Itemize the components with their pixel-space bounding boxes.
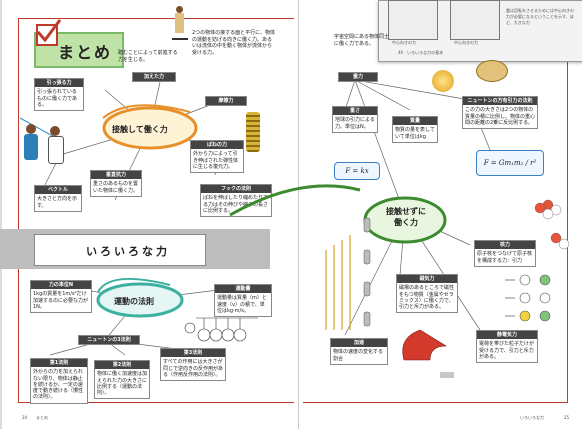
node-momentum-body: 運動量は質量（m）と速度（v）の積で、単位はkg·m/s。 [217,295,267,314]
node-friction-title: 摩擦力 [206,97,246,106]
node-newton3-title: ニュートンの3法則 [79,336,139,345]
node-electro-body: 電荷を帯びた粒子だけが受ける力で、引力と斥力がある。 [479,341,535,360]
node-law1: 第1法則 外からの力を加えられない限り、物体は静止を続けるか、一定の速度で動き続… [30,358,88,404]
tug-of-war-figures [20,120,72,176]
left-page-border-left [18,18,19,403]
left-page-border-bottom [18,402,294,403]
node-mass: 質量 物質の量を表していて単位はkg [392,116,438,143]
node-normal-title: 垂直抗力 [91,171,141,180]
node-spring-title: ばねの力 [191,141,243,150]
left-footer-section: まとめ [36,415,48,420]
right-intro: 宇宙空間にある物体同士に働く力である。 [334,34,390,47]
hooke-formula-box: F = kx [334,162,380,180]
inset-diagram-right [450,0,500,40]
skater-figure [172,6,188,42]
node-law2: 第2法則 物体に働く加速度は加えられた力の大きさに比例する（運動の法則）。 [94,360,150,400]
node-magnet-body: 磁場のあるところで磁性をもつ物質（金属やセラミックス）に働く力で、引力と斥力があ… [399,285,455,310]
left-page-border-top [18,18,294,19]
intro-text: 踏むことによって前進する力を生じる。 [118,50,178,63]
node-pull-body: 引っ張られているものに働く力である。 [37,89,77,108]
node-pull: 引っ張る力 引っ張られているものに働く力である。 [34,78,84,111]
node-weight-body: 地球の引力による力。単位はN。 [335,117,375,130]
node-unit-title: 力の単位N [31,281,91,290]
inset-caption: 40 いろいろな力の基本 [398,50,444,55]
node-vector-body: 大きさと方向を示す。 [37,196,78,209]
node-gravity-title: 重力 [339,73,377,82]
node-newton3: ニュートンの3法則 [78,335,140,346]
node-apply: 加えた力 [132,72,176,83]
rub-intro: 2つの物体の接する面と平行に、物体の運動を妨げる向きに働く力。あるいは流体の中を… [192,30,276,56]
node-law3-title: 第3法則 [161,349,225,358]
node-unit-body: 1kgの質量を1m/s²だけ加速するのに必要な力が1N。 [33,291,89,310]
inset-label-2: 中心向きの力 [454,40,478,45]
node-normal-body: 重さのあるものを置いた物体に働く力。 [93,181,139,194]
node-normal: 垂直抗力 重さのあるものを置いた物体に働く力。 [90,170,142,197]
node-spring: ばねの力 外から力によって引き伸ばされた弾性体に生じる復元力。 [190,140,244,173]
node-momentum: 運動量 運動量は質量（m）と速度（v）の積で、単位はkg·m/s。 [214,284,272,317]
inset-label-1: 中心向きの力 [392,40,416,45]
node-unit: 力の単位N 1kgの質量を1m/s²だけ加速するのに必要な力が1N。 [30,280,92,313]
node-nuclear-title: 核力 [475,241,535,250]
node-hooke-title: フックの法則 [201,185,271,194]
inset-text: 重は回転をさせるためには中心向きの力が必要になるということを示す、ほど、大きな力 [506,8,574,25]
gravity-formula-box: F = Gm₁m₂ / r² [476,150,544,176]
node-accel-body: 物体の速度の変化する割合 [333,349,384,362]
node-electro: 静電気力 電荷を帯びた粒子だけが受ける力で、引力と斥力がある。 [476,330,538,363]
node-law2-title: 第2法則 [95,361,149,370]
node-law1-body: 外からの力を加えられない限り、物体は静止を続けるか、一定の速度で動き続ける（慣性… [33,369,84,401]
node-nuclear-body: 原子核をつなげて原子核を構成する力：引力 [477,251,533,264]
spring-icon [246,112,260,152]
node-vector-title: ベクトル [35,186,81,195]
node-univ-body: この力の大きさは2つの物体の質量の積に比例し、物体の重心間の距離の2乗に反比例す… [465,107,536,126]
node-gravity: 重力 [338,72,378,83]
node-hooke-body: ばねを伸ばしたり縮めたりする力はその伸びや縮みの長さに比例する。 [203,195,269,214]
node-nuclear: 核力 原子核をつなげて原子核を構成する力：引力 [474,240,536,267]
node-mass-title: 質量 [393,117,437,126]
node-friction: 摩擦力 [205,96,247,107]
node-magnet: 磁気力 磁場のあるところで磁性をもつ物質（金属やセラミックス）に働く力で、引力と… [396,274,458,314]
right-footer-section: いろいろな力 [520,415,544,420]
node-weight-title: 重さ [333,107,377,116]
node-weight: 重さ 地球の引力による力。単位はN。 [332,106,378,133]
saturn-icon [476,60,508,82]
node-mass-body: 物質の量を表していて単位はkg [395,127,435,140]
node-law2-body: 物体に働く加速度は加えられた力の大きさに比例する（運動の法則）。 [97,371,148,396]
node-law1-title: 第1法則 [31,359,87,368]
hub-contact-label: 接触して働く力 [112,125,168,134]
left-footer-page: 24 [22,415,28,420]
node-accel: 加速 物体の速度の変化する割合 [330,338,388,365]
inset-diagram-left [388,0,438,40]
forces-band-inner [34,234,206,266]
sun-icon [432,70,454,92]
gravity-formula: F = Gm₁m₂ / r² [483,159,537,167]
hooke-formula: F = kx [345,167,369,175]
node-vector: ベクトル 大きさと方向を示す。 [34,185,82,212]
node-magnet-title: 磁気力 [397,275,457,284]
node-accel-title: 加速 [331,339,387,348]
right-page-border-bottom [303,402,567,403]
node-apply-title: 加えた力 [133,73,175,82]
hub-noncontact-label: 接触せずに 働く力 [386,207,426,227]
right-footer-page: 25 [564,415,570,420]
node-momentum-title: 運動量 [215,285,271,294]
node-electro-title: 静電気力 [477,331,537,340]
node-law3: 第3法則 すべての作用には大きさが同じで逆向きの反作用がある（作用反作用の法則）… [160,348,226,381]
node-spring-body: 外から力によって引き伸ばされた弾性体に生じる復元力。 [193,151,239,170]
right-page-border-right [567,60,568,403]
node-univ-title: ニュートンの万有引力の法則 [463,97,537,106]
hub-motion-label: 運動の法則 [114,297,154,306]
node-law3-body: すべての作用には大きさが同じで逆向きの反作用がある（作用反作用の法則）。 [163,359,224,378]
node-univ: ニュートンの万有引力の法則 この力の大きさは2つの物体の質量の積に比例し、物体の… [462,96,538,129]
forces-band-title: いろいろな力 [86,245,170,258]
node-pull-title: 引っ張る力 [35,79,83,88]
summary-title: まとめ [58,43,113,62]
